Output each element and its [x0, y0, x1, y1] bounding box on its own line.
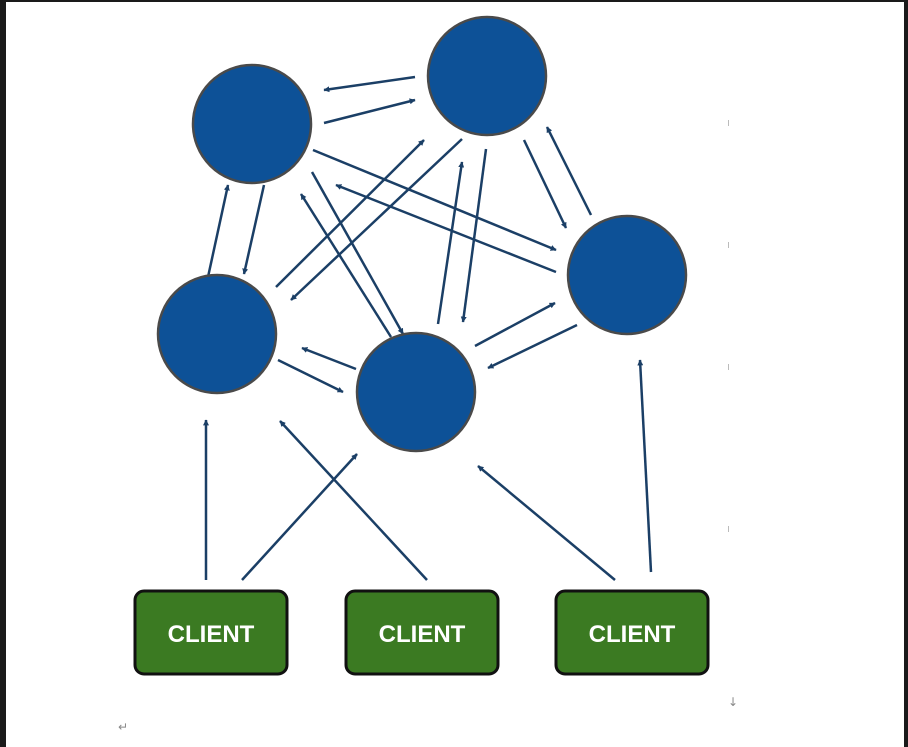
edge-e-to-d: [301, 346, 357, 371]
edge-client2-to-d: [279, 420, 428, 581]
edge-d-to-b: [275, 139, 425, 288]
client-box: CLIENT: [554, 589, 710, 676]
edge-a-to-b: [323, 98, 416, 125]
clients: CLIENT CLIENT CLIENT: [133, 589, 710, 676]
server-node: [191, 63, 313, 185]
edge-d-to-a: [206, 184, 230, 278]
edge-c-to-e: [487, 323, 578, 370]
client-label: CLIENT: [589, 621, 676, 648]
edge-a-to-c: [312, 148, 557, 252]
margin-tick: [728, 120, 729, 126]
edge-client3-to-e: [477, 465, 616, 581]
edge-client1-to-e: [241, 453, 358, 581]
nodes: [156, 15, 688, 453]
server-node: [426, 15, 548, 137]
client-label: CLIENT: [379, 621, 466, 648]
return-mark: ↵: [118, 720, 129, 734]
edge-b-to-d: [290, 138, 463, 301]
margin-tick: [728, 242, 729, 248]
edge-client3-to-c: [637, 359, 653, 573]
cluster-diagram: CLIENT CLIENT CLIENT: [133, 15, 710, 676]
client-label: CLIENT: [168, 621, 255, 648]
server-node: [355, 331, 477, 453]
client-box: CLIENT: [344, 589, 500, 676]
edges: [203, 75, 653, 581]
edge-b-to-c: [522, 139, 568, 229]
edge-b-to-a: [323, 75, 416, 93]
edge-e-to-b: [436, 161, 465, 325]
edge-b-to-e: [460, 148, 488, 323]
edge-c-to-a: [335, 183, 557, 274]
server-node: [566, 214, 688, 336]
edge-a-to-d: [242, 184, 266, 275]
client-box: CLIENT: [133, 589, 289, 676]
edge-d-to-e: [277, 358, 344, 394]
diagram-canvas: CLIENT CLIENT CLIENT ↓ ↵: [6, 2, 904, 747]
edge-e-to-c: [474, 301, 556, 348]
server-node: [156, 273, 278, 395]
edge-e-to-a: [299, 193, 393, 338]
margin-tick: [728, 526, 729, 532]
down-arrow-mark: ↓: [728, 695, 739, 709]
margin-tick: [728, 364, 729, 370]
edge-c-to-b: [545, 126, 593, 216]
edge-a-to-e: [310, 171, 405, 335]
